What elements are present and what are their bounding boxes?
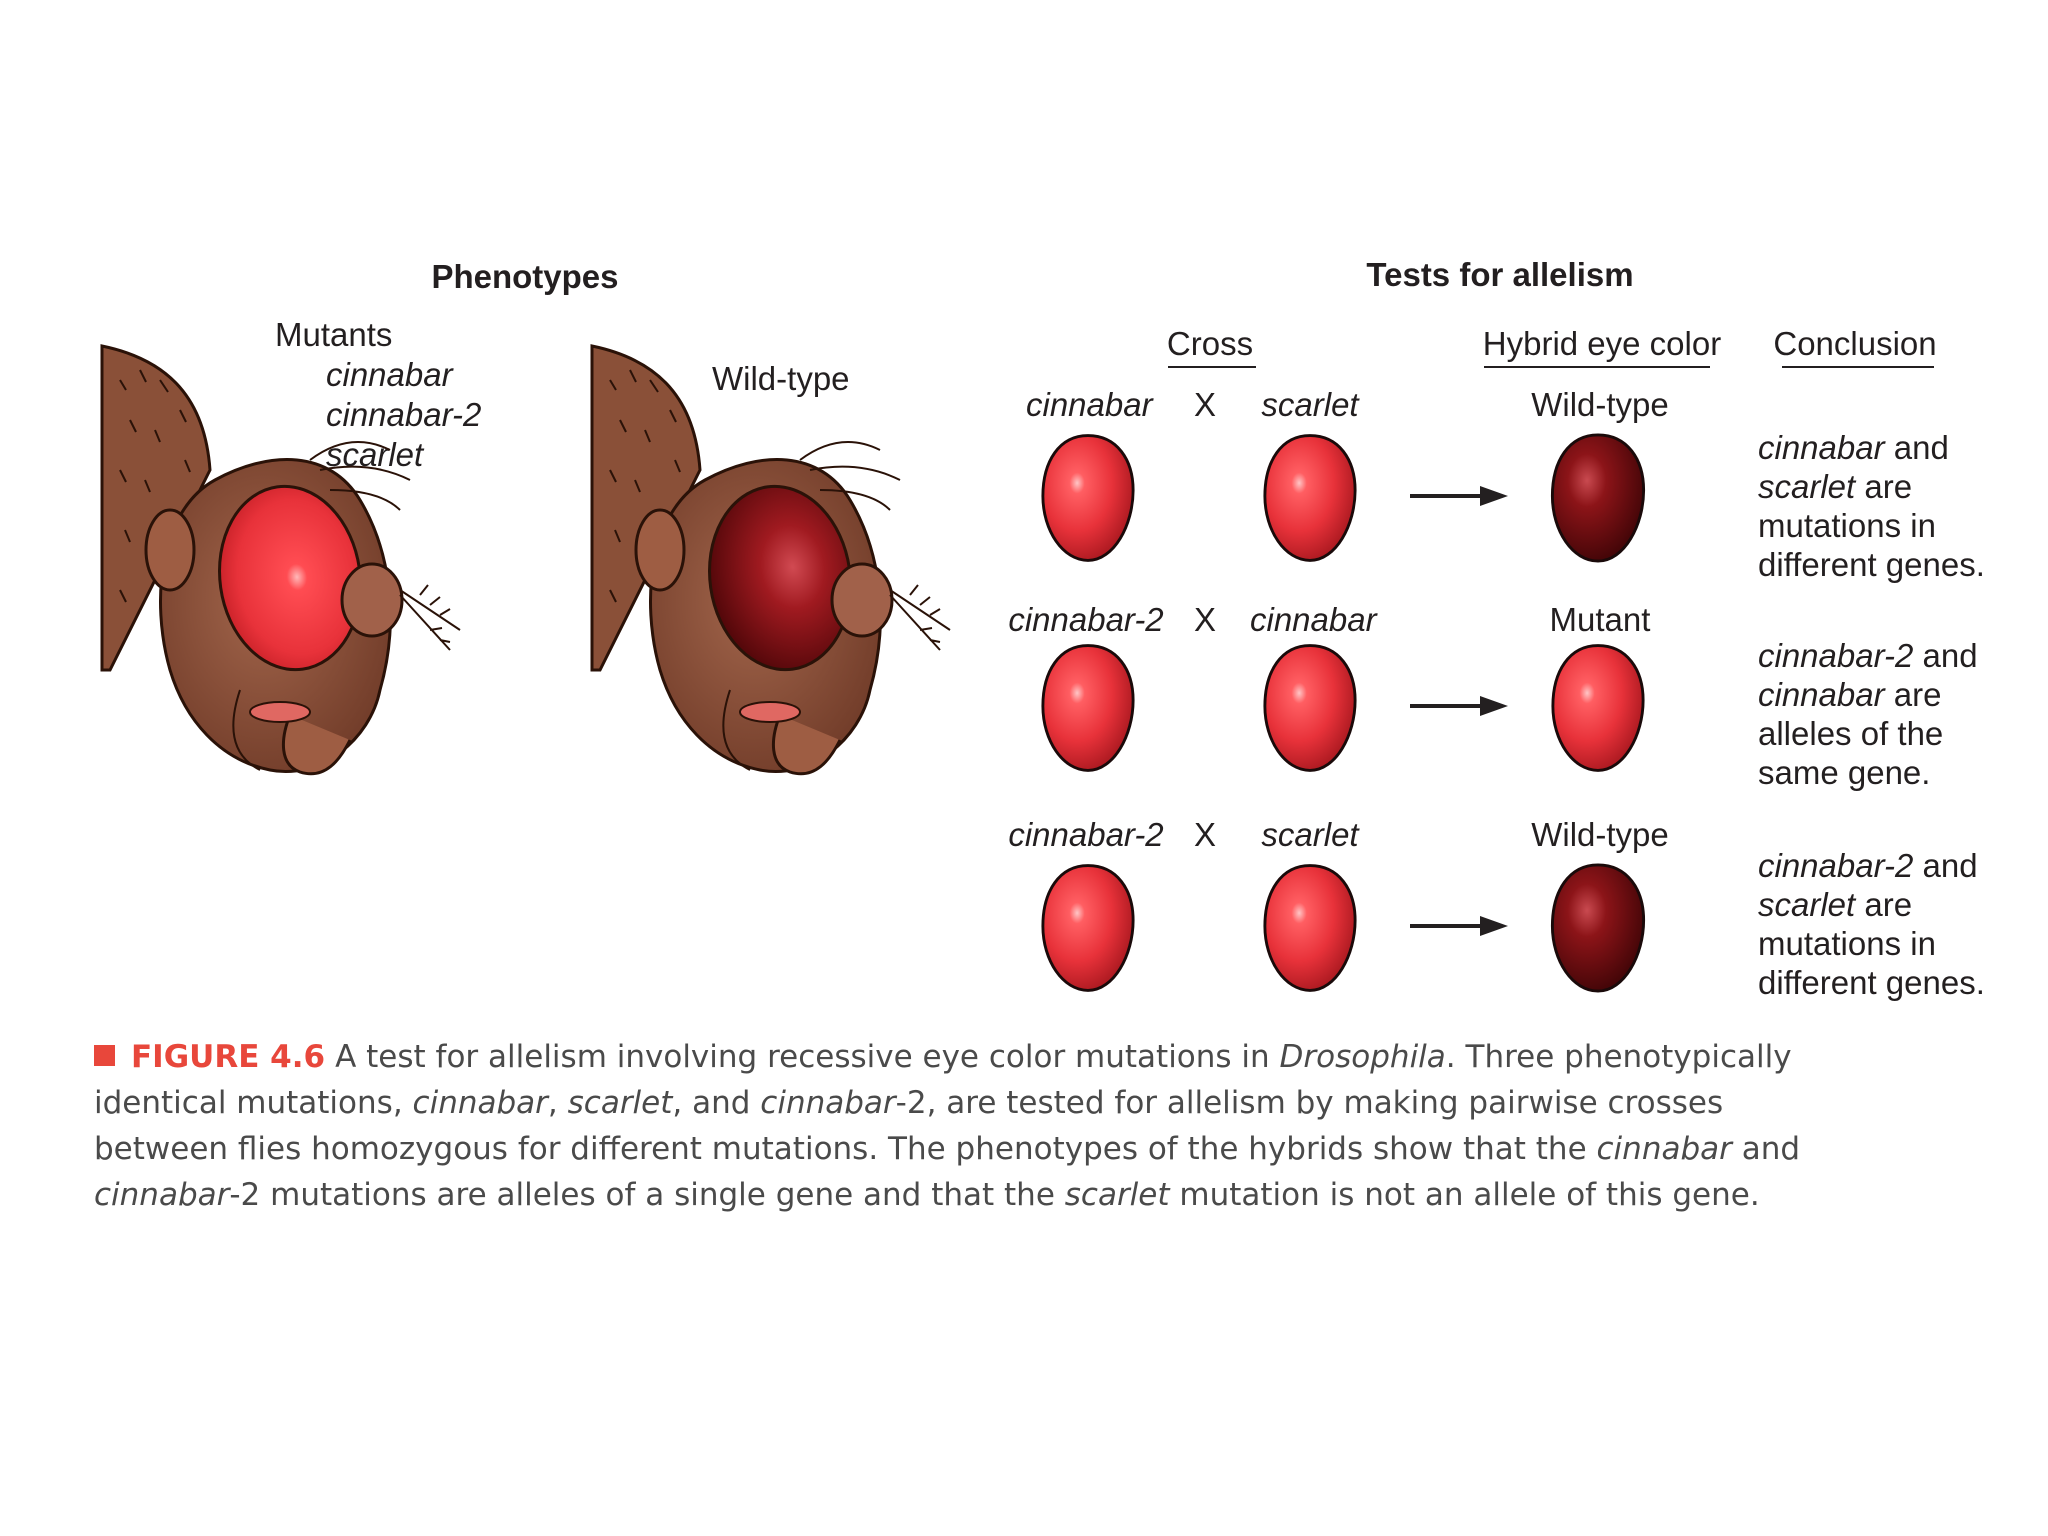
arrow-right-icon — [1410, 696, 1508, 716]
cross-parent2: scarlet — [1261, 386, 1359, 423]
mutant-name-cinnabar-2: cinnabar-2 — [326, 396, 482, 433]
wildtype-eye-icon — [1550, 433, 1646, 563]
mutant-fly-head-illustration — [100, 344, 461, 776]
hybrid-result-label: Wild-type — [1531, 386, 1669, 423]
arrow-right-icon — [1410, 916, 1508, 936]
cross-parent1: cinnabar — [1026, 386, 1153, 423]
cross-parent2: scarlet — [1261, 816, 1359, 853]
mutant-eye-icon — [1041, 644, 1135, 772]
cross-parent2: cinnabar — [1250, 601, 1377, 638]
conclusion-text: cinnabar and scarlet are mutations in di… — [1758, 429, 1985, 583]
figure-label: FIGURE 4.6 — [131, 1039, 326, 1075]
col-header-cross: Cross — [1166, 325, 1254, 362]
mutant-name-cinnabar: cinnabar — [326, 356, 453, 393]
tests-title: Tests for allelism — [1366, 256, 1634, 293]
cross-symbol: X — [1194, 601, 1217, 638]
wildtype-label: Wild-type — [712, 360, 850, 397]
mutant-eye-icon — [1263, 434, 1357, 562]
mutant-eye-icon — [1041, 434, 1135, 562]
col-header-conclusion: Conclusion — [1773, 325, 1937, 362]
conclusion-text: cinnabar-2 and cinnabar are alleles of t… — [1758, 637, 1978, 791]
mutant-eye-icon — [1263, 644, 1357, 772]
hybrid-result-label: Wild-type — [1531, 816, 1669, 853]
col-header-hybrid: Hybrid eye color — [1482, 325, 1722, 362]
phenotypes-title: Phenotypes — [431, 258, 619, 295]
mutant-eye-icon — [1551, 644, 1645, 772]
cross-parent1: cinnabar-2 — [1008, 601, 1164, 638]
mutant-eye-icon — [1041, 864, 1135, 992]
cross-parent1: cinnabar-2 — [1008, 816, 1164, 853]
wildtype-fly-head-illustration — [590, 344, 951, 776]
wildtype-eye-icon — [1550, 863, 1646, 993]
hybrid-result-label: Mutant — [1549, 601, 1651, 638]
mutant-eye-icon — [1263, 864, 1357, 992]
cross-symbol: X — [1194, 386, 1217, 423]
cross-symbol: X — [1194, 816, 1217, 853]
conclusion-text: cinnabar-2 and scarlet are mutations in … — [1758, 847, 1985, 1001]
mutants-label: Mutants — [275, 316, 393, 353]
arrow-right-icon — [1410, 486, 1508, 506]
caption-marker-icon — [94, 1045, 115, 1066]
